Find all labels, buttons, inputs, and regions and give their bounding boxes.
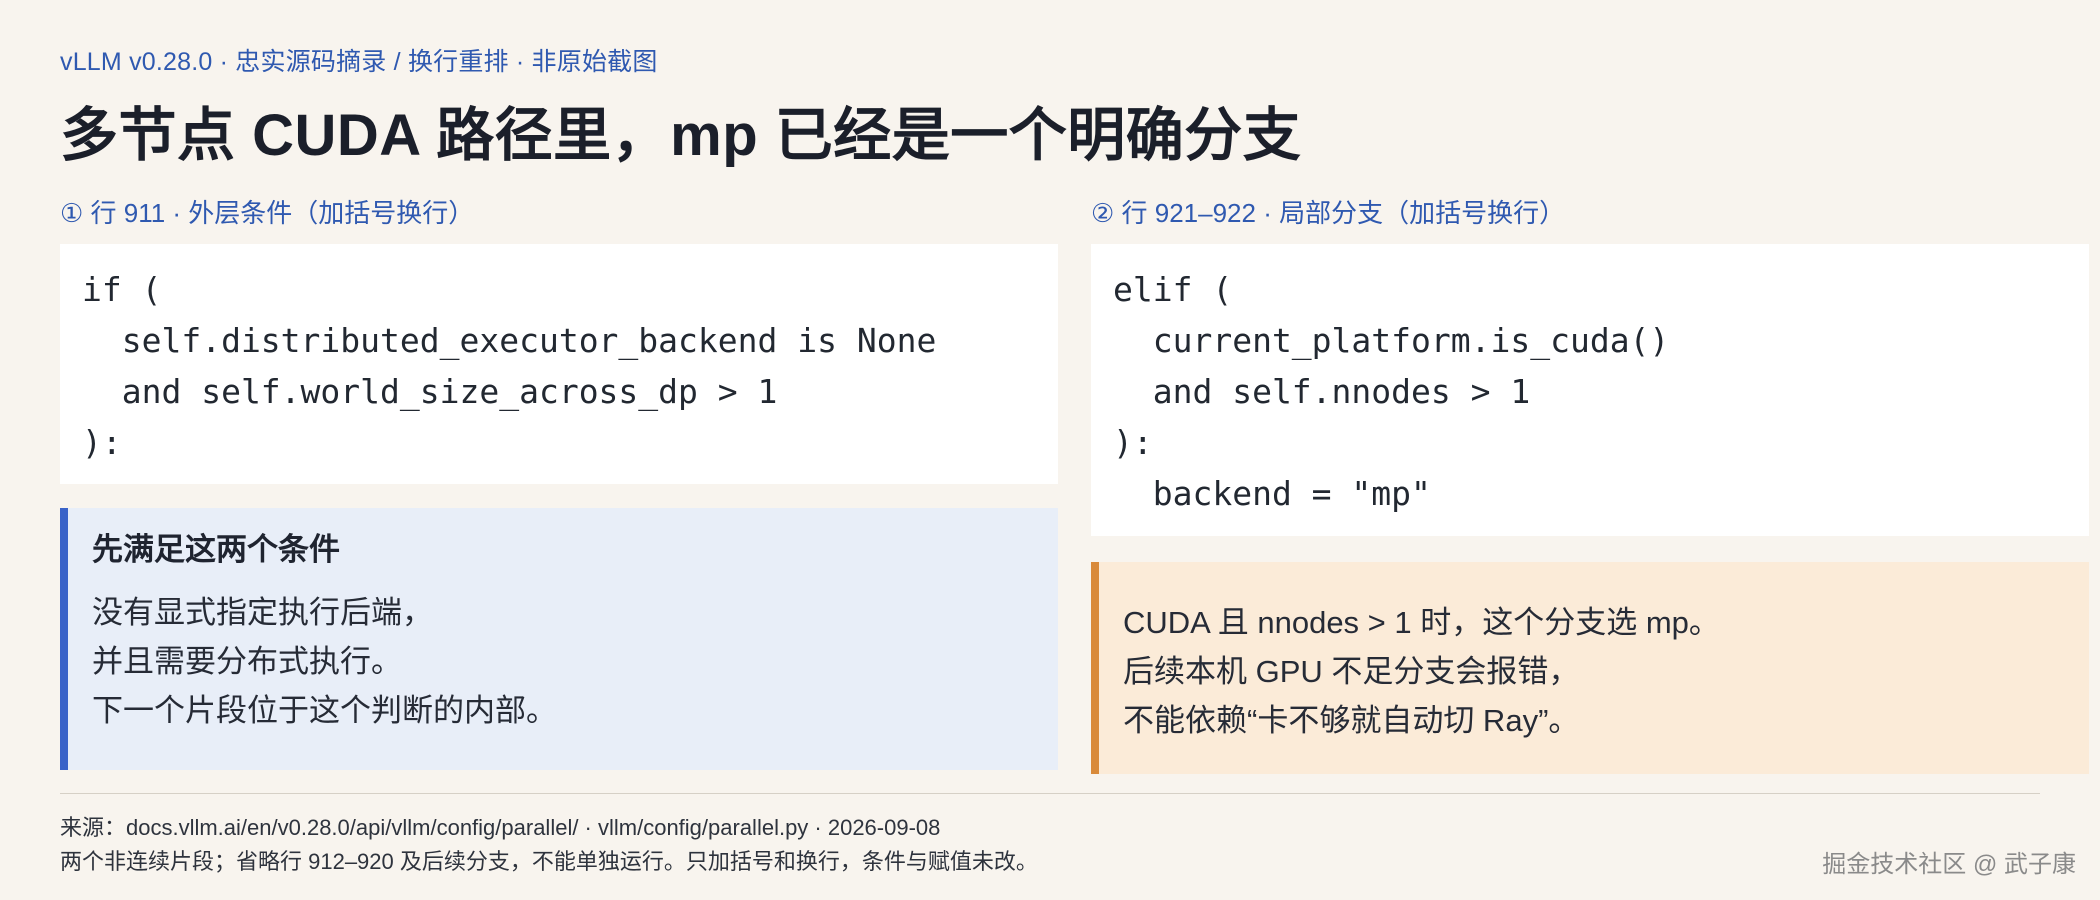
- code-line: ):: [1113, 423, 1153, 462]
- code-line: current_platform.is_cuda(): [1113, 321, 1670, 360]
- omission-note: 两个非连续片段；省略行 912–920 及后续分支，不能单独运行。只加括号和换行…: [60, 849, 1038, 874]
- code-line: elif (: [1113, 270, 1233, 309]
- code-line: and self.world_size_across_dp > 1: [82, 372, 778, 411]
- footer-divider: [60, 793, 2040, 794]
- callout-line: 并且需要分布式执行。: [92, 644, 402, 679]
- code-line: self.distributed_executor_backend is Non…: [82, 321, 937, 360]
- code-line: ):: [82, 423, 122, 462]
- snippet-label-1: ① 行 911 · 外层条件（加括号换行）: [60, 198, 475, 228]
- code-block-1: if ( self.distributed_executor_backend i…: [60, 244, 1058, 484]
- code-line: if (: [82, 270, 162, 309]
- source-note: 来源：docs.vllm.ai/en/v0.28.0/api/vllm/conf…: [60, 815, 941, 840]
- callout-line: 后续本机 GPU 不足分支会报错，: [1123, 654, 1580, 689]
- callout-title: 先满足这两个条件: [92, 532, 340, 567]
- snippet-column-left: ① 行 911 · 外层条件（加括号换行） if ( self.distribu…: [60, 196, 1058, 770]
- code-line: and self.nnodes > 1: [1113, 372, 1531, 411]
- code-line: backend = "mp": [1113, 474, 1431, 513]
- watermark: 掘金技术社区 @ 武子康: [1822, 851, 2076, 878]
- snippet-column-right: ② 行 921–922 · 局部分支（加括号换行） elif ( current…: [1091, 196, 2089, 774]
- callout-conditions: 先满足这两个条件 没有显式指定执行后端， 并且需要分布式执行。 下一个片段位于这…: [60, 508, 1058, 770]
- callout-line: CUDA 且 nnodes > 1 时，这个分支选 mp。: [1123, 605, 1720, 640]
- snippet-label-2: ② 行 921–922 · 局部分支（加括号换行）: [1091, 198, 1566, 228]
- callout-line: 没有显式指定执行后端，: [92, 595, 433, 630]
- page-title: 多节点 CUDA 路径里，mp 已经是一个明确分支: [60, 103, 1302, 168]
- eyebrow-caption: vLLM v0.28.0 · 忠实源码摘录 / 换行重排 · 非原始截图: [60, 48, 658, 76]
- callout-line: 下一个片段位于这个判断的内部。: [92, 693, 557, 728]
- code-block-2: elif ( current_platform.is_cuda() and se…: [1091, 244, 2089, 536]
- callout-line: 不能依赖“卡不够就自动切 Ray”。: [1123, 703, 1580, 738]
- callout-branch-note: CUDA 且 nnodes > 1 时，这个分支选 mp。 后续本机 GPU 不…: [1091, 562, 2089, 774]
